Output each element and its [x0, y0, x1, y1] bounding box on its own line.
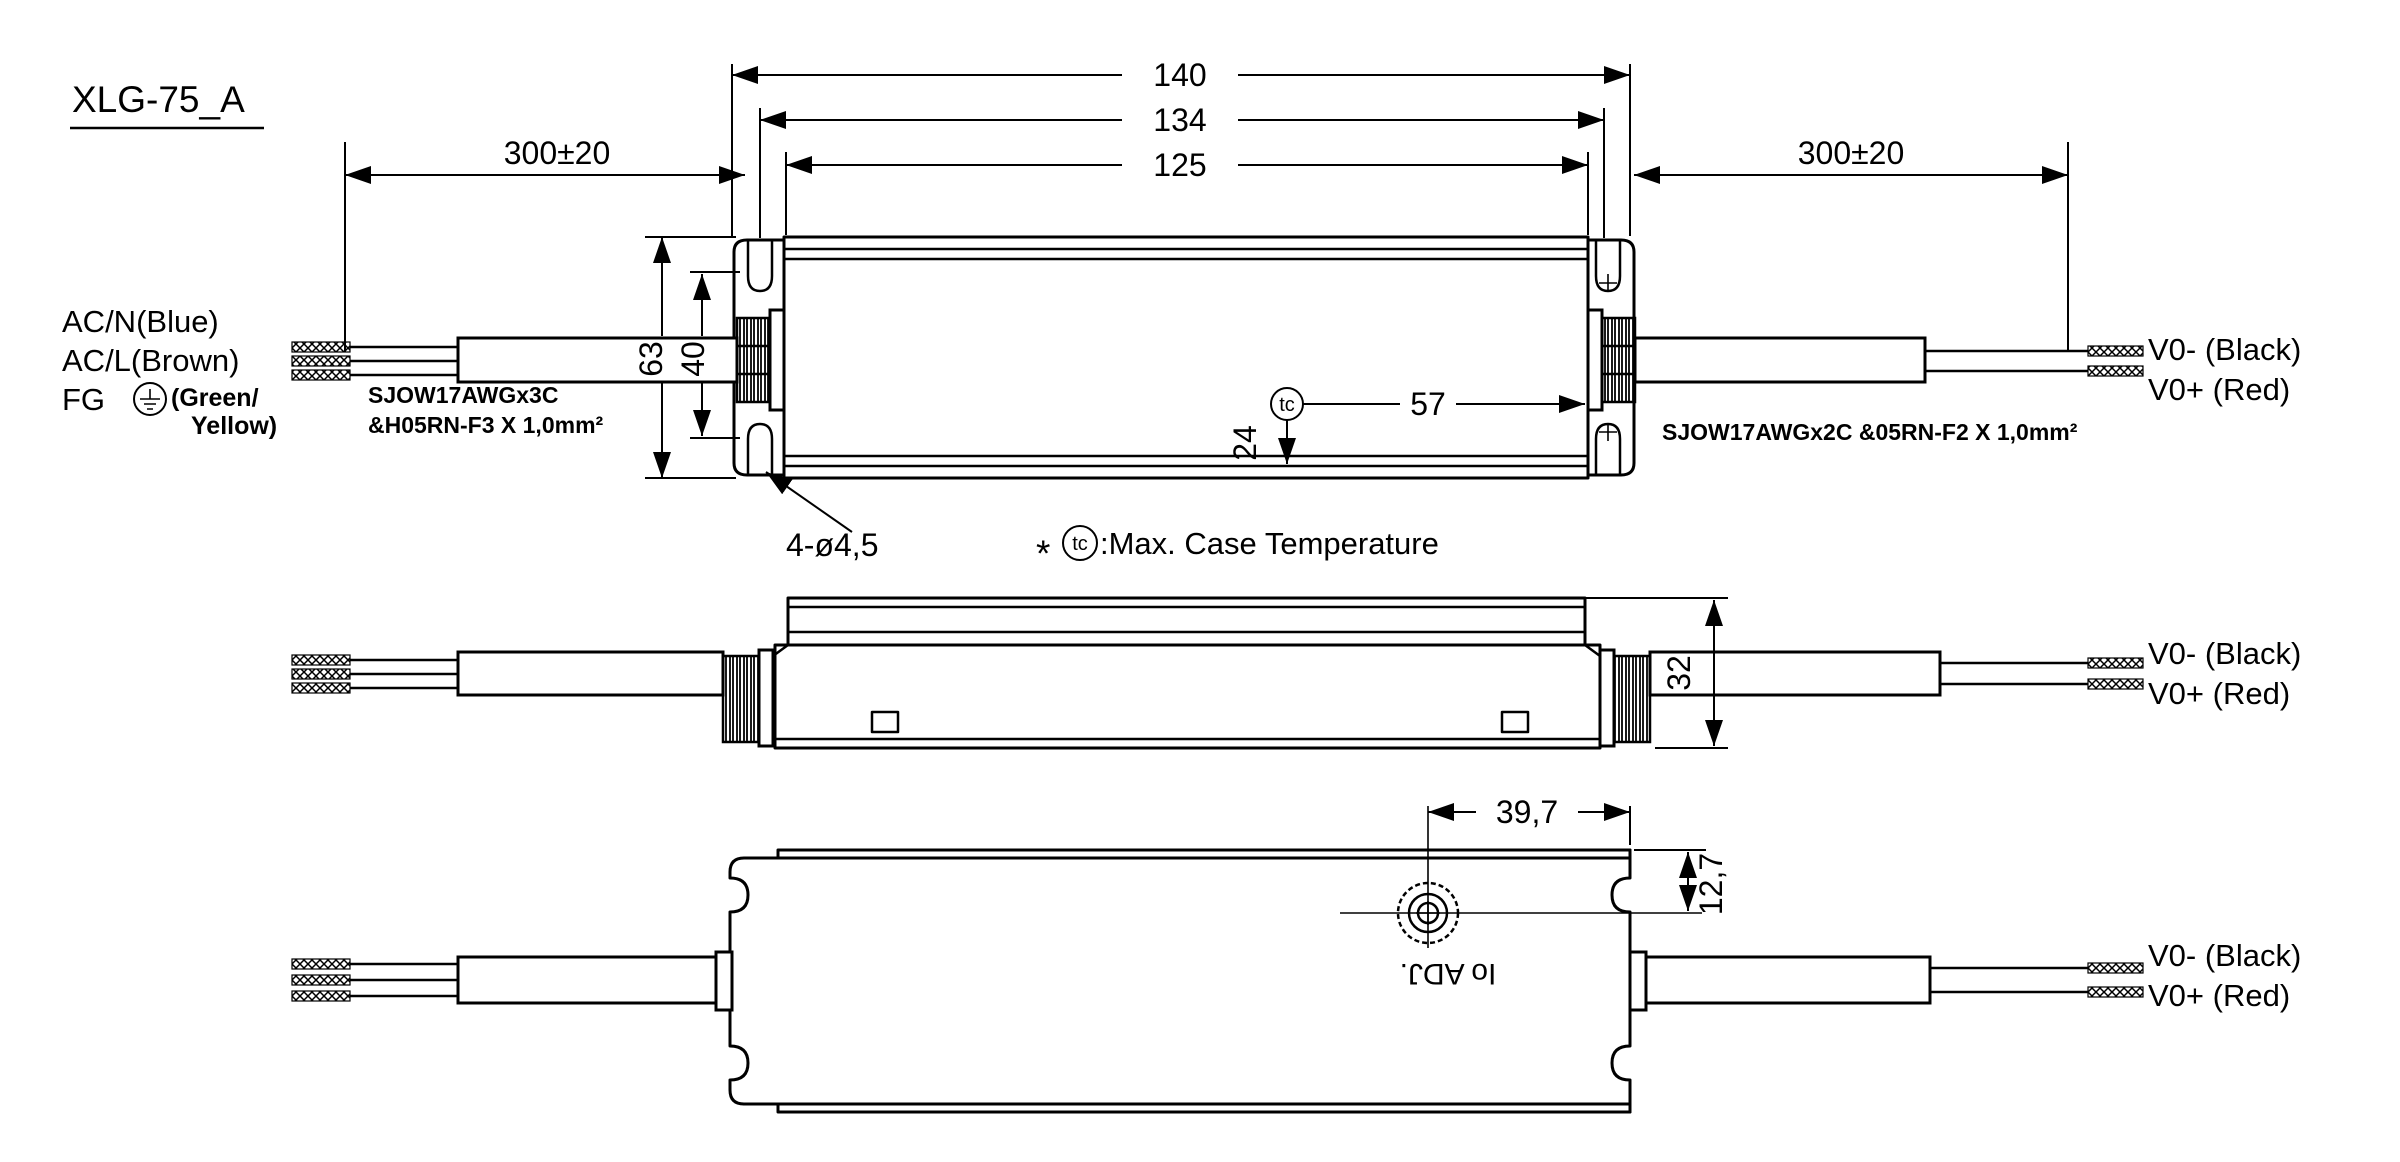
- input-wires-side: [291, 654, 458, 694]
- input-cable-spec-line2: &H05RN-F3 X 1,0mm²: [368, 412, 604, 438]
- slot-center-marks: [1599, 274, 1617, 441]
- side-view: 32: [291, 596, 2144, 750]
- input-cable-side: [456, 650, 725, 697]
- left-flange-slot-bottom: [746, 422, 774, 475]
- dim-125: 125: [785, 147, 1589, 235]
- vo-neg-label-top: V0- (Black): [2148, 332, 2301, 367]
- svg-text:63: 63: [633, 341, 669, 377]
- output-gland-plate-side: [1598, 648, 1616, 748]
- input-wires-bottom: [291, 958, 458, 1002]
- output-labels: SJOW17AWGx2C &05RN-F2 X 1,0mm² V0- (Blac…: [1662, 332, 2301, 1013]
- ac-live-label: AC/L(Brown): [62, 343, 239, 378]
- case-bottom-edge-bottom-view: [742, 1102, 1632, 1114]
- svg-text:134: 134: [1153, 102, 1206, 138]
- dim-24: 24: [1227, 425, 1263, 461]
- svg-text:39,7: 39,7: [1496, 794, 1558, 830]
- vo-pos-label-bottom: V0+ (Red): [2148, 978, 2290, 1013]
- input-gland-bottom: [714, 950, 734, 1012]
- input-cable-bottom: [456, 955, 718, 1005]
- output-cable-side: [1648, 650, 1942, 697]
- vo-neg-label-side: V0- (Black): [2148, 636, 2301, 671]
- fg-label: FG: [62, 382, 105, 417]
- svg-text:32: 32: [1661, 655, 1697, 691]
- input-wires: [291, 341, 458, 381]
- output-wires-bottom: [1930, 962, 2144, 998]
- svg-text:300±20: 300±20: [504, 135, 611, 171]
- output-gland-plate: [1586, 308, 1604, 412]
- input-gland-plate: [768, 308, 786, 412]
- input-gland: [735, 316, 772, 404]
- vent-hole-right: [1500, 710, 1530, 734]
- input-labels: AC/N(Blue) AC/L(Brown) FG (Green/ Yellow…: [62, 304, 604, 440]
- footnote-text: :Max. Case Temperature: [1100, 526, 1439, 561]
- dim-input-lead-length: 300±20: [344, 135, 745, 352]
- input-cable-spec-line1: SJOW17AWGx3C: [368, 382, 558, 408]
- case-body-top-view: [782, 235, 1590, 480]
- tc-footnote: * tc :Max. Case Temperature: [1036, 525, 1439, 574]
- io-adj-label: Io ADJ.: [1400, 957, 1497, 990]
- dim-57: 57: [1410, 386, 1446, 422]
- output-wires: [1925, 345, 2144, 377]
- mounting-hole-callout: 4-ø4,5: [765, 471, 878, 563]
- left-flange-slot-top: [746, 240, 774, 293]
- case-top-edge-bottom-view: [776, 848, 1632, 860]
- vo-pos-label-top: V0+ (Red): [2148, 372, 2290, 407]
- svg-text:40: 40: [675, 341, 711, 377]
- svg-text:300±20: 300±20: [1798, 135, 1905, 171]
- svg-text:tc: tc: [1072, 533, 1088, 555]
- svg-text:125: 125: [1153, 147, 1206, 183]
- dim-39-7: 39,7: [1428, 794, 1631, 845]
- output-gland-side: [1612, 654, 1652, 744]
- output-cable-spec: SJOW17AWGx2C &05RN-F2 X 1,0mm²: [1662, 419, 2078, 445]
- output-gland: [1600, 316, 1637, 404]
- dim-40: 40: [675, 271, 740, 439]
- output-cable: [1633, 336, 1927, 384]
- svg-text:12,7: 12,7: [1693, 853, 1729, 915]
- fg-color-line2: Yellow): [191, 412, 277, 440]
- vent-hole-left: [870, 710, 900, 734]
- dim-output-lead-length: 300±20: [1634, 135, 2069, 352]
- svg-text:tc: tc: [1279, 394, 1295, 416]
- fg-color-line1: (Green/: [171, 384, 259, 412]
- top-view: 140 134 125 300±20 300±20: [291, 57, 2144, 563]
- tc-balloon-group: tc 57 24: [1227, 386, 1585, 464]
- svg-text:4-ø4,5: 4-ø4,5: [786, 527, 878, 563]
- dim-63: 63: [633, 236, 736, 479]
- input-gland-side: [721, 654, 761, 744]
- svg-text:140: 140: [1153, 57, 1206, 93]
- case-right-edge-bottom-view: [1610, 848, 1632, 1114]
- input-gland-plate-side: [757, 648, 775, 748]
- model-title: XLG-75_A: [72, 79, 245, 120]
- dim-140: 140: [731, 57, 1631, 236]
- output-gland-bottom: [1628, 950, 1648, 1012]
- footnote-tc-circle: [1062, 525, 1098, 561]
- footnote-star: *: [1036, 533, 1050, 574]
- case-lid-side-view: [786, 596, 1587, 647]
- dim-134: 134: [759, 102, 1605, 238]
- vo-pos-label-side: V0+ (Red): [2148, 676, 2290, 711]
- dim-32: 32: [1585, 597, 1728, 749]
- output-wires-side: [1940, 657, 2144, 690]
- ac-neutral-label: AC/N(Blue): [62, 304, 219, 339]
- title-block: XLG-75_A: [70, 79, 264, 130]
- vo-neg-label-bottom: V0- (Black): [2148, 938, 2301, 973]
- bottom-view: 39,7 12,7 Io ADJ.: [291, 794, 2144, 1114]
- output-cable-bottom: [1644, 955, 1932, 1005]
- dim-12-7: 12,7: [1634, 849, 1729, 915]
- earth-ground-icon: [133, 382, 167, 416]
- case-left-edge-bottom-view: [728, 856, 780, 1106]
